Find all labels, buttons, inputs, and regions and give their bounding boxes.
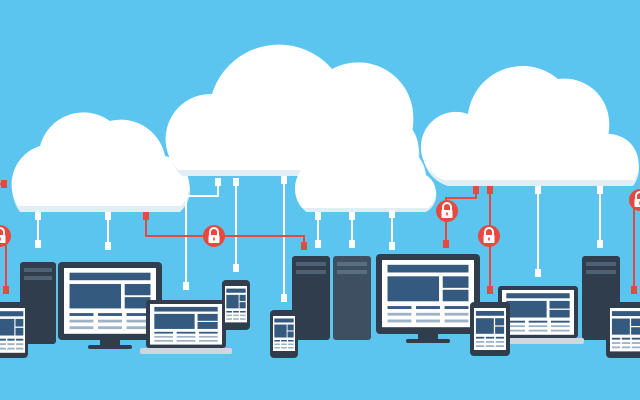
server-tower-icon xyxy=(292,256,330,340)
laptop-icon xyxy=(140,300,232,354)
laptop-icon xyxy=(492,286,584,344)
tablet-icon xyxy=(606,302,640,358)
smartphone-icon xyxy=(222,280,250,330)
tablet-icon xyxy=(470,302,510,356)
server-tower-icon xyxy=(333,256,371,340)
padlock-icon xyxy=(628,188,640,212)
smartphone-icon xyxy=(270,310,298,358)
padlock-icon xyxy=(0,224,12,248)
padlock-icon xyxy=(435,199,459,223)
padlock-icon xyxy=(477,224,501,248)
monitor-icon xyxy=(376,254,480,343)
monitor-icon xyxy=(58,262,162,349)
cloud-small xyxy=(294,134,437,212)
cloud-left xyxy=(11,112,191,212)
tablet-icon xyxy=(0,302,28,358)
server-tower-icon xyxy=(20,262,56,344)
padlock-icon xyxy=(202,224,226,248)
cloud-right xyxy=(420,66,640,186)
